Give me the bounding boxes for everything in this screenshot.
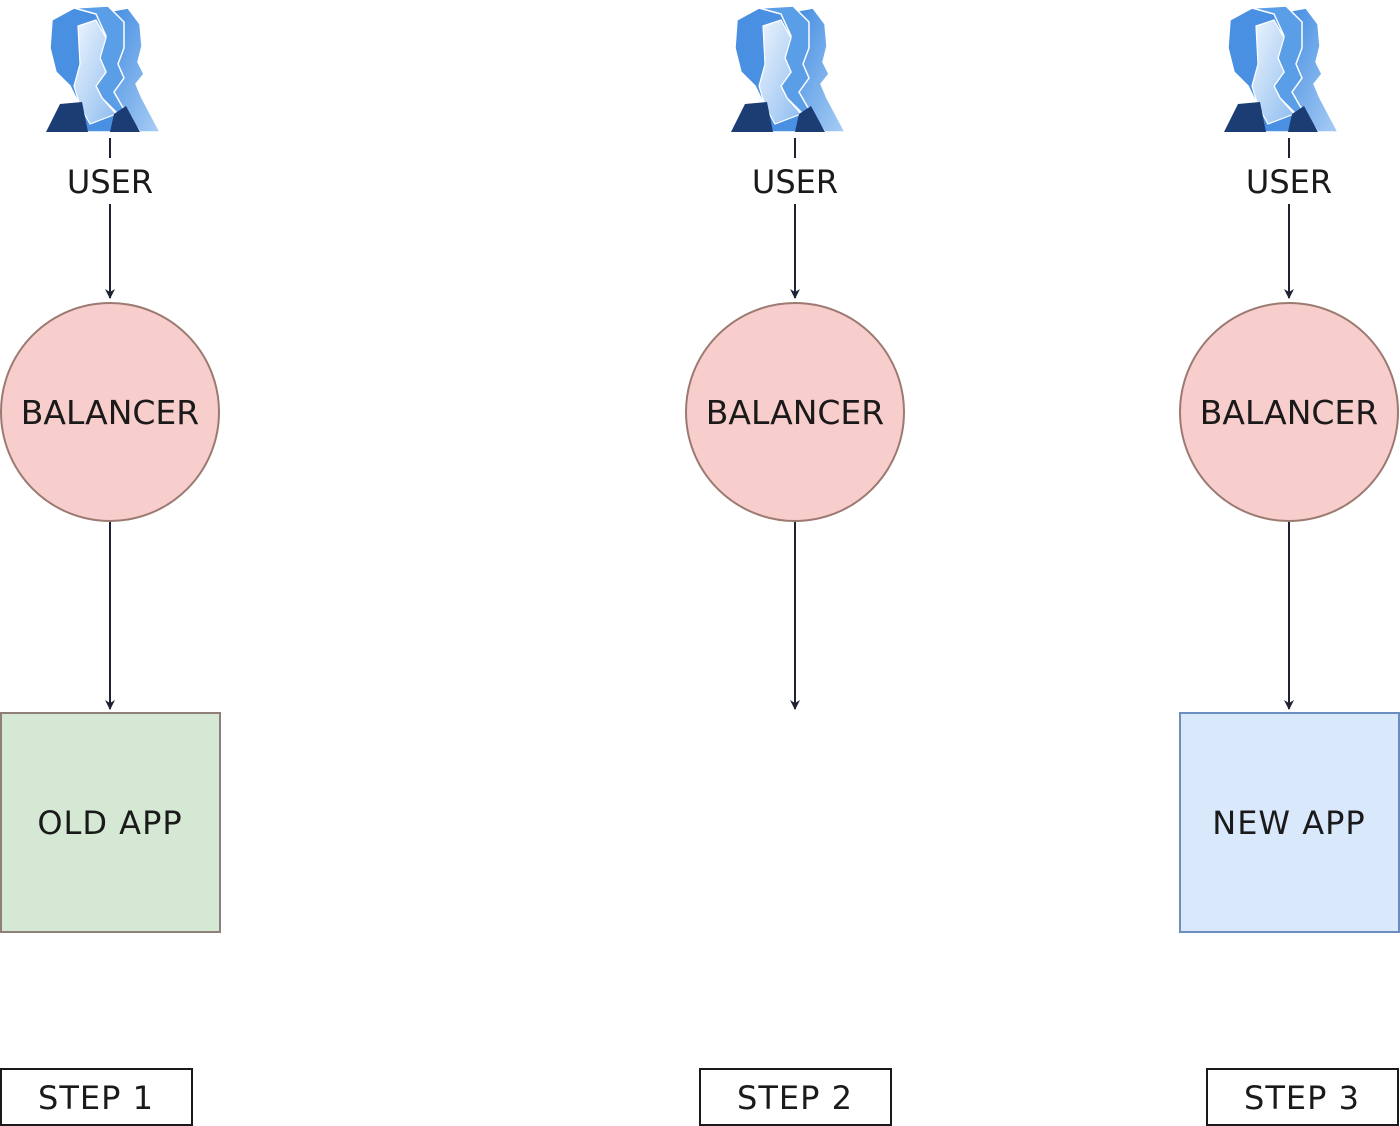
step-1-label: STEP 1 <box>38 1079 154 1117</box>
step-1-box <box>0 1068 193 1126</box>
new-app-node <box>1179 712 1400 933</box>
users-group-icon <box>1223 5 1339 133</box>
users-group-icon <box>45 5 161 133</box>
old-app-label: OLD APP <box>37 804 182 842</box>
balancer-label: BALANCER <box>706 393 884 432</box>
balancer-node <box>0 302 220 522</box>
old-app-node <box>0 712 221 933</box>
step-3-label: STEP 3 <box>1244 1079 1360 1117</box>
step-1-column: USER BALANCER OLD APP STEP 1 <box>0 5 221 1126</box>
user-label: USER <box>752 163 838 201</box>
users-group-icon <box>730 5 846 133</box>
step-2-label: STEP 2 <box>737 1079 853 1117</box>
step-3-column: USER BALANCER NEW APP STEP 3 <box>1179 5 1400 1126</box>
step-2-column: USER BALANCER STEP 2 <box>685 5 905 1126</box>
step-3-box <box>1206 1068 1399 1126</box>
new-app-label: NEW APP <box>1212 804 1365 842</box>
user-label: USER <box>1246 163 1332 201</box>
balancer-node <box>685 302 905 522</box>
user-label: USER <box>67 163 153 201</box>
balancer-label: BALANCER <box>1200 393 1378 432</box>
step-2-box <box>699 1068 892 1126</box>
balancer-node <box>1179 302 1399 522</box>
balancer-label: BALANCER <box>21 393 199 432</box>
